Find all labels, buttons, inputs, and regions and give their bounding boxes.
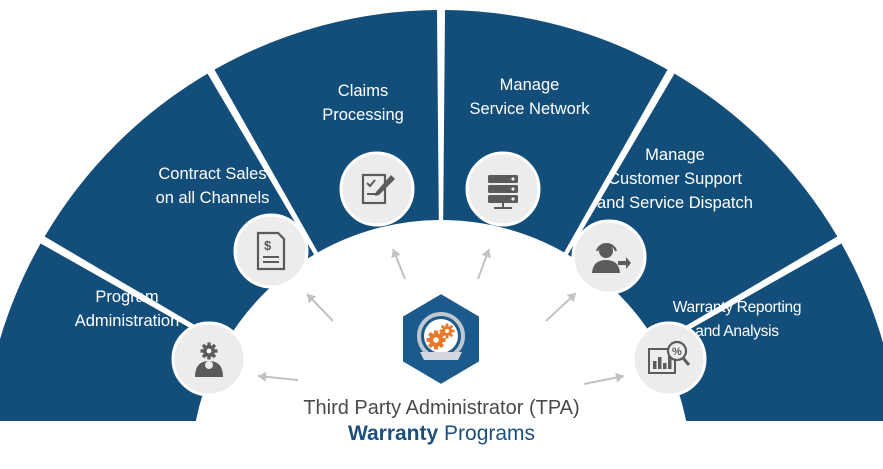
label-line: and Analysis (695, 323, 779, 340)
arrow (545, 292, 577, 322)
arrow (583, 372, 625, 385)
user-gear-icon (171, 321, 247, 397)
svg-text:%: % (672, 346, 682, 358)
label-line: Claims (337, 82, 389, 100)
label-line: Contract Sales (158, 165, 267, 183)
caption-line-2: Warranty Programs (0, 422, 883, 446)
arrow (306, 293, 334, 322)
caption-line-1: Third Party Administrator (TPA) (303, 397, 580, 419)
segment-label-warranty-reporting: Warranty Reporting and Analysis (672, 296, 802, 344)
segment-label-manage-service-network: Manage Service Network (452, 73, 607, 121)
invoice-dollar-icon: $ (233, 213, 309, 289)
gears-badge-icon (417, 312, 465, 360)
label-line: on all Channels (155, 189, 270, 207)
segment-label-program-administration: Program Administration (52, 285, 202, 333)
server-stack-icon (465, 151, 541, 227)
center-badge (401, 291, 481, 387)
svg-text:$: $ (264, 238, 272, 253)
bottom-mask (0, 421, 883, 464)
segment-label-claims-processing: Claims Processing (298, 79, 428, 127)
label-line: Manage (499, 76, 560, 94)
caption-rest: Programs (438, 422, 536, 445)
arrow (477, 248, 491, 280)
label-line: and Service Dispatch (597, 194, 753, 212)
segment-label-customer-support: Manage Customer Support and Service Disp… (580, 143, 770, 215)
label-line: Administration (74, 312, 180, 330)
headset-agent-icon (571, 219, 647, 295)
form-pencil-icon (339, 151, 415, 227)
label-line: Warranty Reporting (672, 299, 802, 316)
label-line: Program (95, 288, 159, 306)
label-line: Manage (645, 146, 705, 164)
arrow (257, 371, 299, 382)
label-line: Processing (322, 106, 404, 124)
label-line: Service Network (469, 100, 590, 118)
label-line: Customer Support (608, 170, 742, 188)
segment-wedge (658, 243, 883, 468)
segment-label-contract-sales: Contract Sales on all Channels (130, 162, 295, 210)
segment-wedge (0, 243, 224, 468)
arrow (391, 248, 406, 280)
caption-bold: Warranty (347, 422, 439, 445)
chart-percent-icon: % (631, 321, 707, 397)
